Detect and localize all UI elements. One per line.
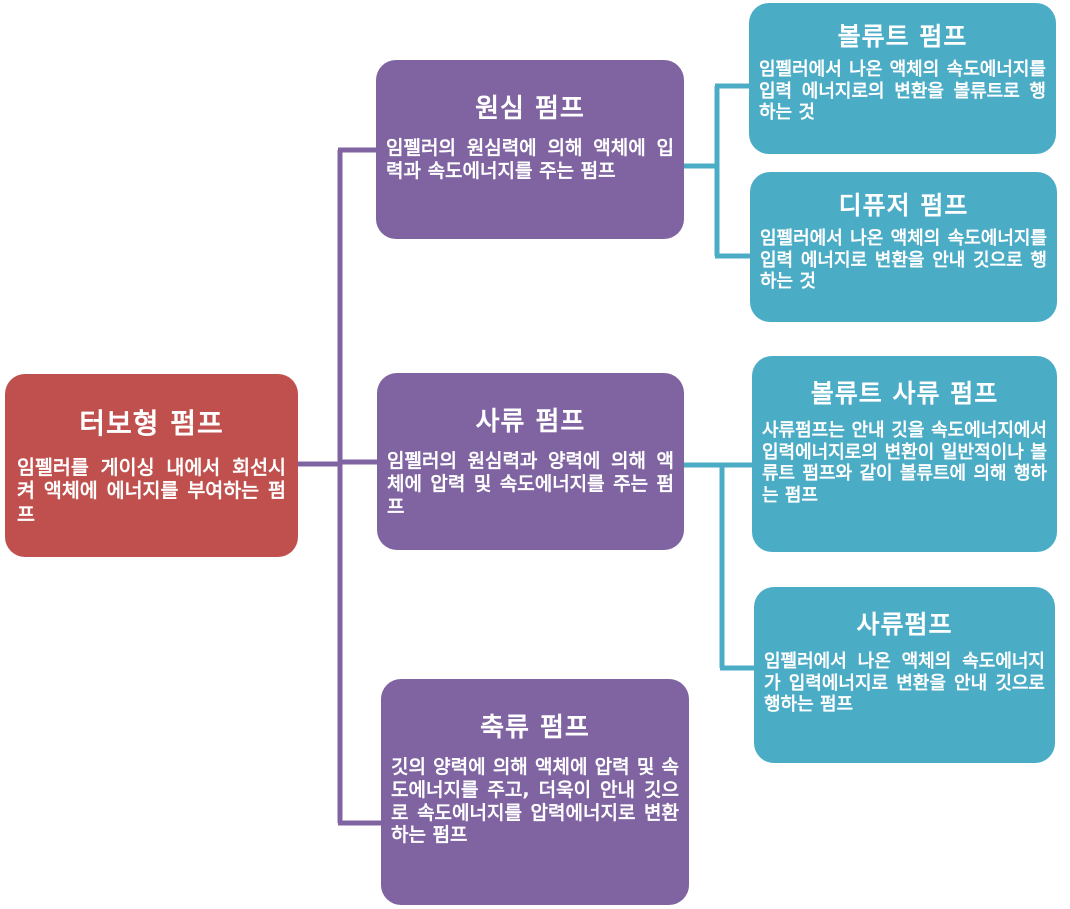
category-description: 임펠러의 원심력에 의해 액체에 입력과 속도에너지를 주는 펌프 [386,137,674,182]
subtype-node-volute-pump: 볼류트 펌프 임펠러에서 나온 액체의 속도에너지를 입력 에너지로의 변환을 … [749,3,1056,154]
category-node-centrifugal-pump: 원심 펌프 임펠러의 원심력에 의해 액체에 입력과 속도에너지를 주는 펌프 [376,60,684,239]
subtype-description: 임펠러에서 나온 액체의 속도에너지를 입력 에너지로의 변환을 볼류트로 행하… [759,59,1046,124]
subtype-title: 사류펌프 [856,610,953,639]
subtype-title: 볼류트 펌프 [837,22,968,51]
category-description: 임펠러의 원심력과 양력에 의해 액체에 압력 및 속도에너지를 주는 펌프 [387,450,674,518]
subtype-description: 임펠러에서 나온 액체의 속도에너지를 입력 에너지로 변환을 안내 깃으로 행… [760,228,1047,293]
subtype-node-diffuser-pump: 디퓨저 펌프 임펠러에서 나온 액체의 속도에너지를 입력 에너지로 변환을 안… [750,172,1057,322]
root-title: 터보형 펌프 [79,407,224,440]
subtype-node-mixed-flow-pump: 사류펌프 임펠러에서 나온 액체의 속도에너지가 입력에너지로 변환을 안내 깃… [754,587,1055,763]
category-title: 원심 펌프 [475,94,585,124]
root-node-turbo-pump: 터보형 펌프 임펠러를 게이싱 내에서 회선시켜 액체에 에너지를 부여하는 펌… [5,374,298,557]
subtype-title: 디퓨저 펌프 [838,191,969,220]
category-description: 깃의 양력에 의해 액체에 압력 및 속도에너지를 주고, 더욱이 안내 깃으로… [391,756,679,847]
subtype-title: 볼류트 사류 펌프 [810,379,999,408]
category-title: 축류 펌프 [480,713,590,743]
subtype-description: 임펠러에서 나온 액체의 속도에너지가 입력에너지로 변환을 안내 깃으로 행하… [764,651,1045,716]
root-description: 임펠러를 게이싱 내에서 회선시켜 액체에 에너지를 부여하는 펌프 [17,456,286,526]
category-node-mixed-flow-pump: 사류 펌프 임펠러의 원심력과 양력에 의해 액체에 압력 및 속도에너지를 주… [377,373,684,550]
subtype-description: 사류펌프는 안내 깃을 속도에너지에서 입력에너지로의 변환이 일반적이나 볼류… [762,420,1047,506]
category-node-axial-pump: 축류 펌프 깃의 양력에 의해 액체에 압력 및 속도에너지를 주고, 더욱이 … [381,679,689,905]
subtype-node-volute-mixed-flow-pump: 볼류트 사류 펌프 사류펌프는 안내 깃을 속도에너지에서 입력에너지로의 변환… [752,356,1057,552]
category-title: 사류 펌프 [475,407,586,437]
